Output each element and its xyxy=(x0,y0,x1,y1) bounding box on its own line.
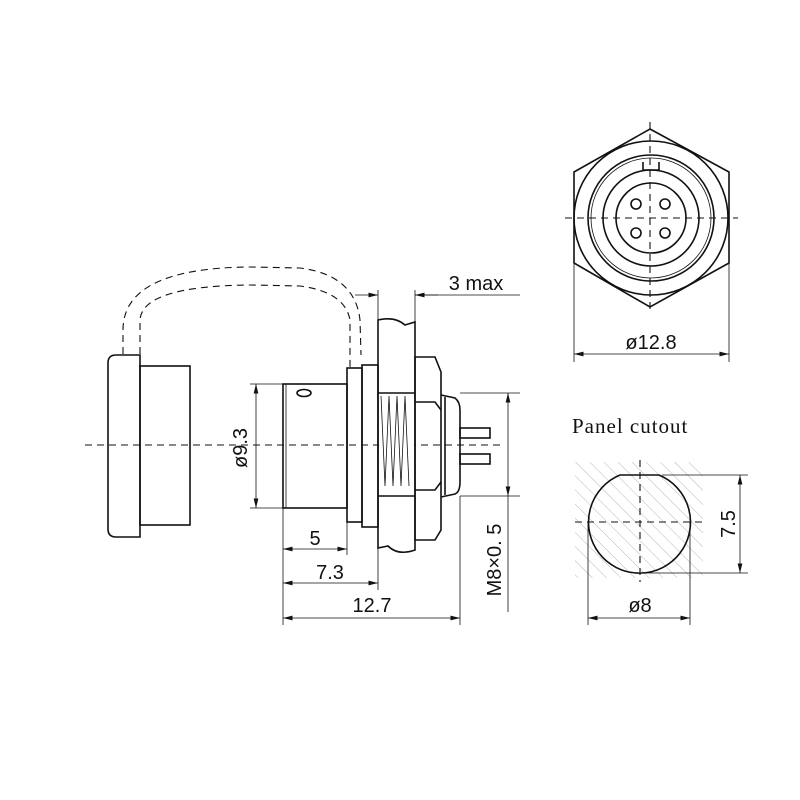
dim-label: 12.7 xyxy=(353,595,392,617)
dim-label: ø12.8 xyxy=(625,332,676,354)
dust-cap xyxy=(85,354,205,538)
front-view: ø12.8 xyxy=(565,122,738,362)
dim-label: 5 xyxy=(309,528,320,550)
side-view: ø9.3 5 7.3 12.7 M8×0. 5 3 max xyxy=(85,266,520,625)
panel-cutout: Panel cutout 7.5 ø8 xyxy=(572,414,748,625)
dimension-7-3: 7.3 xyxy=(283,562,378,586)
dim-label: ø9.3 xyxy=(230,428,252,468)
rear-insert xyxy=(440,394,491,498)
dim-label: 7.3 xyxy=(316,562,344,584)
dim-label: 3 max xyxy=(449,273,503,295)
cutout-title: Panel cutout xyxy=(572,414,688,438)
dimension-diameter-9-3: ø9.3 xyxy=(230,383,283,509)
dim-label: ø8 xyxy=(628,595,651,617)
solder-pin xyxy=(459,427,491,439)
dim-label: 7.5 xyxy=(718,510,740,538)
pin-socket xyxy=(630,227,642,239)
pin-socket xyxy=(630,198,642,210)
pin-socket xyxy=(659,227,671,239)
pin-socket xyxy=(659,198,671,210)
solder-pin xyxy=(459,453,491,465)
hex-nut xyxy=(414,356,442,541)
dimension-12-7: 12.7 xyxy=(283,595,460,621)
lanyard-cable xyxy=(122,266,362,368)
dimension-5: 5 xyxy=(283,528,347,552)
dimension-panel-thickness: 3 max xyxy=(355,273,520,322)
dimension-thread: M8×0. 5 xyxy=(460,392,520,612)
receptacle-body xyxy=(282,364,379,528)
panel-section xyxy=(377,318,416,554)
dim-label: M8×0. 5 xyxy=(484,524,506,597)
